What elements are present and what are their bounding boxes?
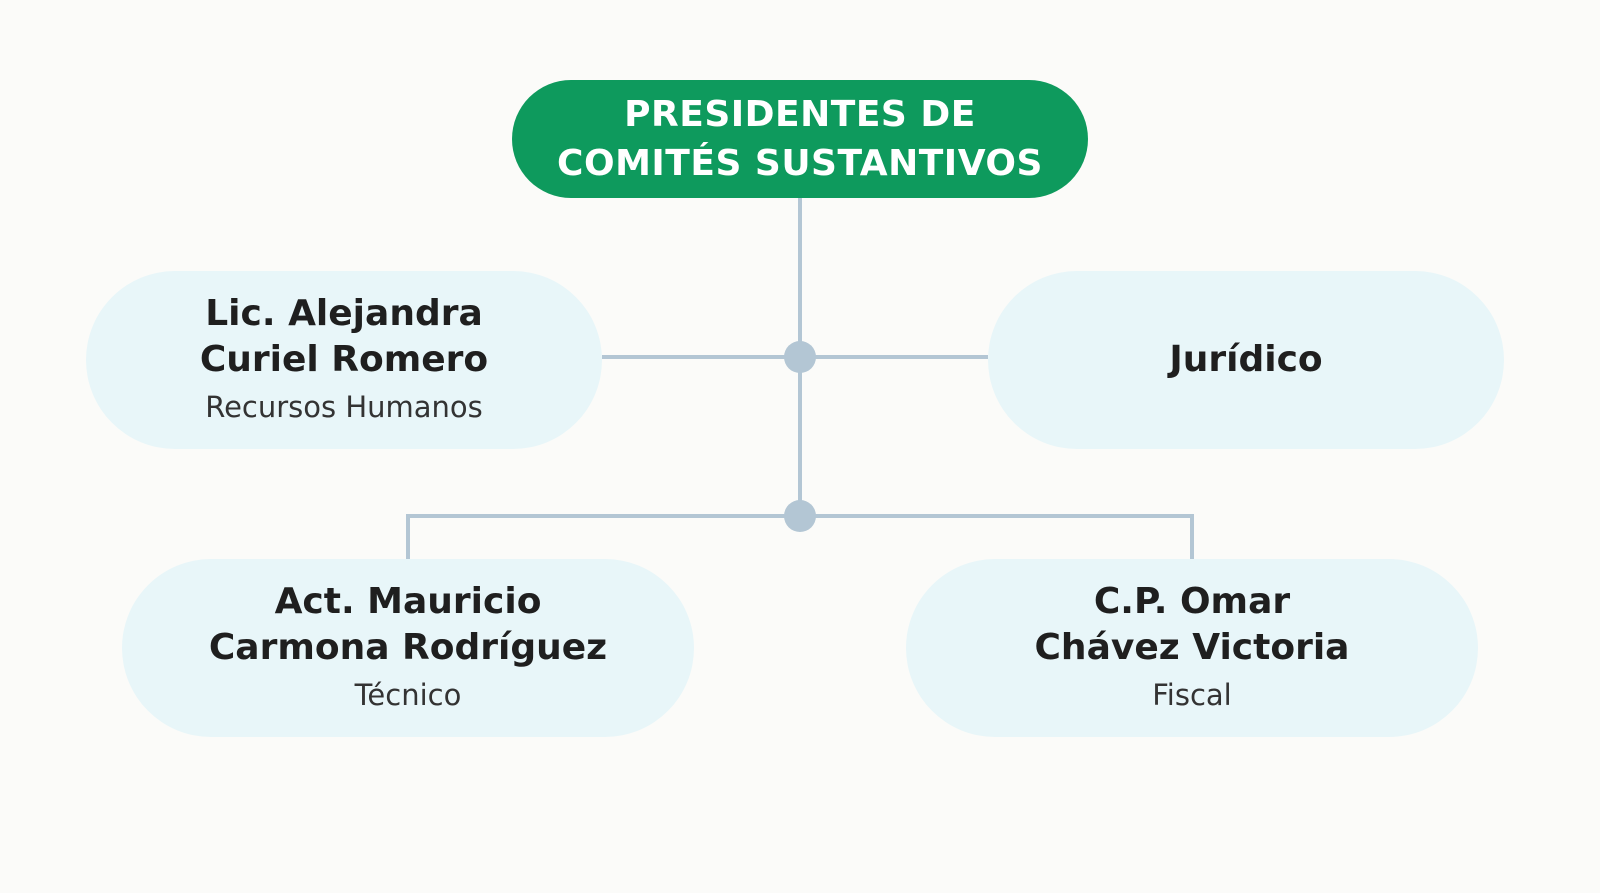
branch-left-tecnico <box>406 514 800 559</box>
node-name-line1: Lic. Alejandra <box>205 293 483 334</box>
junction-dot-upper <box>784 341 816 373</box>
junction-dot-lower <box>784 500 816 532</box>
node-juridico: Jurídico <box>988 271 1504 449</box>
node-recursos-humanos: Lic. Alejandra Curiel Romero Recursos Hu… <box>86 271 602 449</box>
node-name-line2: Chávez Victoria <box>1034 627 1350 668</box>
node-role: Fiscal <box>1152 678 1232 712</box>
root-title-line1: PRESIDENTES DE <box>624 94 976 135</box>
node-name-line1: Act. Mauricio <box>274 581 542 622</box>
root-node: PRESIDENTES DE COMITÉS SUSTANTIVOS <box>512 80 1088 198</box>
branch-right-fiscal <box>800 514 1194 559</box>
node-role: Técnico <box>354 678 462 712</box>
node-label: Jurídico <box>1169 339 1323 380</box>
node-name-line2: Carmona Rodríguez <box>208 627 608 668</box>
node-role: Recursos Humanos <box>205 390 483 424</box>
node-fiscal: C.P. Omar Chávez Victoria Fiscal <box>906 559 1478 737</box>
node-name-line1: C.P. Omar <box>1093 581 1291 622</box>
node-name-line2: Curiel Romero <box>199 339 489 380</box>
root-title-line2: COMITÉS SUSTANTIVOS <box>557 143 1043 184</box>
node-tecnico: Act. Mauricio Carmona Rodríguez Técnico <box>122 559 694 737</box>
